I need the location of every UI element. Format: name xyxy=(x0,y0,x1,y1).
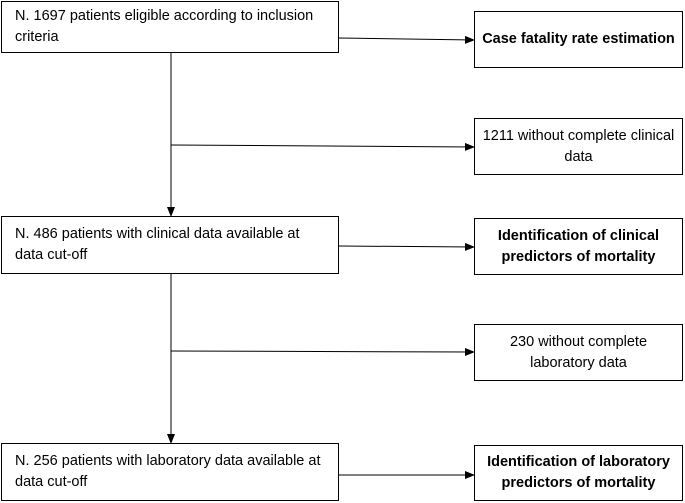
laboratory-data-text: N. 256 patients with laboratory data ava… xyxy=(15,453,321,490)
clinical-data-box: N. 486 patients with clinical data avail… xyxy=(1,216,339,274)
arrow-clinical-to-predictors xyxy=(338,242,475,251)
laboratory-predictors-text: Identification of laboratory predictors … xyxy=(487,454,670,491)
arrow-to-excluded-laboratory xyxy=(170,347,475,356)
case-fatality-text: Case fatality rate estimation xyxy=(482,31,675,47)
excluded-laboratory-box: 230 without complete laboratory data xyxy=(474,324,683,381)
clinical-predictors-text: Identification of clinical predictors of… xyxy=(497,227,660,265)
laboratory-data-box: N. 256 patients with laboratory data ava… xyxy=(1,443,339,501)
excluded-clinical-box: 1211 without complete clinical data xyxy=(474,118,683,175)
case-fatality-box: Case fatality rate estimation xyxy=(474,11,683,68)
arrow-eligible-to-case-fatality xyxy=(338,35,475,44)
eligible-patients-text: N. 1697 patients eligible according to i… xyxy=(15,8,314,45)
excluded-laboratory-text: 230 without complete laboratory data xyxy=(509,333,648,371)
clinical-data-text: N. 486 patients with clinical data avail… xyxy=(15,226,300,263)
eligible-patients-box: N. 1697 patients eligible according to i… xyxy=(1,1,339,53)
clinical-predictors-box: Identification of clinical predictors of… xyxy=(474,218,683,275)
laboratory-predictors-box: Identification of laboratory predictors … xyxy=(474,445,683,501)
excluded-clinical-text: 1211 without complete clinical data xyxy=(482,127,675,165)
arrow-to-excluded-clinical xyxy=(170,142,475,151)
